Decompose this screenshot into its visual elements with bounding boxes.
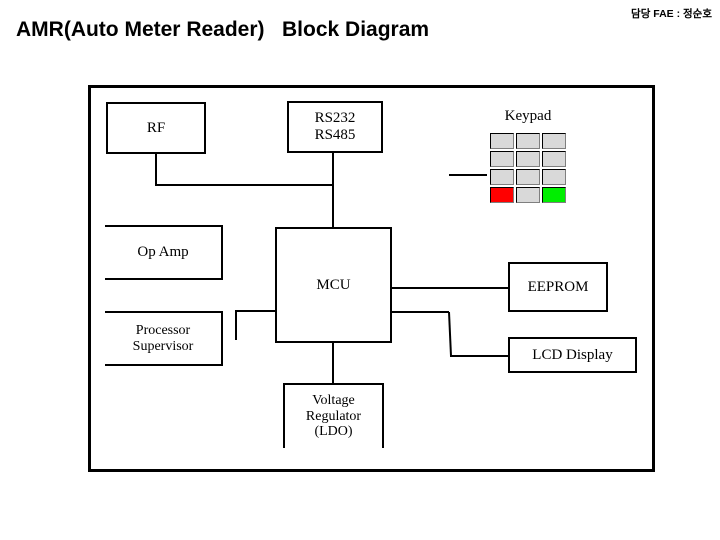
connector-mcu-to-vreg <box>332 343 334 384</box>
block-serial-label-line1: RS232 <box>314 110 356 127</box>
block-op-amp-label: Op Amp <box>137 244 189 261</box>
block-eeprom-label: EEPROM <box>527 278 589 295</box>
keypad-key-r1-c2[interactable] <box>542 151 566 167</box>
fae-owner-note: 담당 FAE : 정순호 <box>631 8 712 20</box>
page-title: AMR(Auto Meter Reader) Block Diagram <box>16 18 430 41</box>
block-serial-interface[interactable]: RS232 RS485 <box>287 101 383 153</box>
block-processor-supervisor[interactable]: Processor Supervisor <box>105 311 223 366</box>
keypad-key-r1-c0[interactable] <box>490 151 514 167</box>
block-processor-supervisor-line2: Supervisor <box>132 338 194 354</box>
block-op-amp[interactable]: Op Amp <box>105 225 223 280</box>
connector-serial-to-mcu <box>332 153 334 227</box>
keypad-label: Keypad <box>504 108 552 124</box>
keypad-key-r2-c2[interactable] <box>542 169 566 185</box>
block-serial-label-line2: RS485 <box>314 127 356 143</box>
block-rf[interactable]: RF <box>106 102 206 154</box>
block-voltage-regulator[interactable]: Voltage Regulator (LDO) <box>283 383 384 448</box>
keypad-key-r0-c0[interactable] <box>490 133 514 149</box>
keypad-key-r2-c1[interactable] <box>516 169 540 185</box>
keypad-key-r1-c1[interactable] <box>516 151 540 167</box>
block-voltage-regulator-line2: Regulator <box>305 408 362 424</box>
connector-mcu-left-stub <box>235 310 277 312</box>
connector-keypad-feed <box>449 174 487 176</box>
keypad-key-r3-c2[interactable] <box>542 187 566 203</box>
block-lcd-display-label: LCD Display <box>532 346 613 363</box>
block-mcu[interactable]: MCU <box>275 227 392 343</box>
connector-mcu-left-elbow <box>235 310 237 340</box>
connector-rf-down <box>155 154 157 185</box>
keypad-grid[interactable] <box>490 133 569 203</box>
connector-lcd-inlet <box>450 355 509 357</box>
block-voltage-regulator-line1: Voltage <box>312 392 355 408</box>
block-mcu-label: MCU <box>316 276 351 293</box>
connector-mcu-lcd-stub <box>392 311 449 313</box>
block-eeprom[interactable]: EEPROM <box>508 262 608 312</box>
keypad[interactable]: Keypad <box>487 108 569 203</box>
block-lcd-display[interactable]: LCD Display <box>508 337 637 373</box>
connector-mcu-to-eeprom <box>392 287 509 289</box>
keypad-key-r3-c1[interactable] <box>516 187 540 203</box>
keypad-key-r2-c0[interactable] <box>490 169 514 185</box>
block-voltage-regulator-line3: (LDO) <box>314 424 353 440</box>
block-processor-supervisor-line1: Processor <box>135 322 191 338</box>
keypad-key-r3-c0[interactable] <box>490 187 514 203</box>
keypad-key-r0-c1[interactable] <box>516 133 540 149</box>
connector-rf-serial-bus <box>155 184 333 186</box>
block-rf-label: RF <box>146 119 166 136</box>
keypad-key-r0-c2[interactable] <box>542 133 566 149</box>
